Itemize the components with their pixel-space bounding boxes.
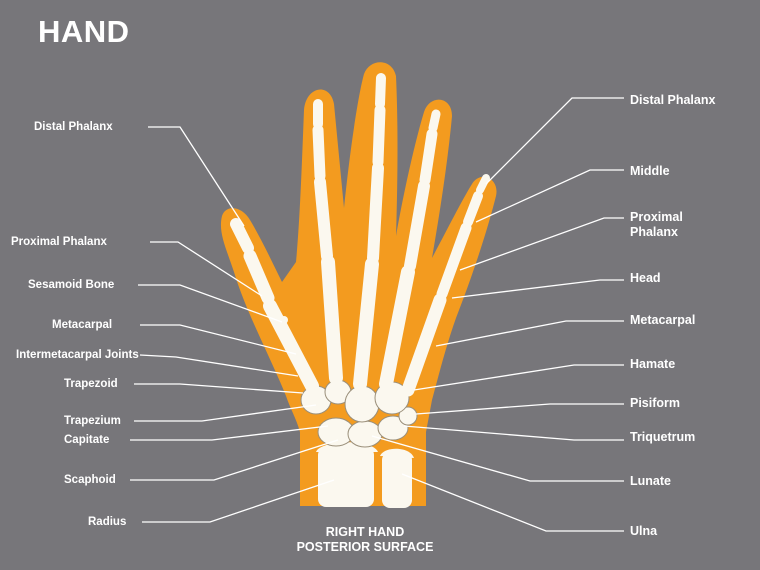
label-metacarpal-right: Metacarpal — [630, 313, 696, 327]
label-sesamoid-bone: Sesamoid Bone — [28, 279, 115, 291]
sesamoid-bone — [280, 316, 288, 324]
label-capitate: Capitate — [64, 434, 110, 446]
ulna-bone — [382, 452, 412, 508]
leader-lines-right — [371, 97, 624, 532]
label-trapezium: Trapezium — [64, 415, 121, 427]
label-ulna: Ulna — [630, 524, 658, 538]
ulna-head — [380, 448, 414, 458]
radius-bone — [318, 447, 374, 507]
label-middle: Middle — [630, 164, 670, 178]
finger-bones — [230, 73, 490, 397]
label-triquetrum: Triquetrum — [630, 430, 696, 444]
page-title: HAND — [38, 14, 130, 49]
label-radius: Radius — [88, 516, 127, 528]
triquetrum-bone — [377, 415, 409, 441]
label-head: Head — [630, 271, 661, 285]
label-lunate: Lunate — [630, 474, 671, 488]
caption-line-2: POSTERIOR SURFACE — [296, 540, 434, 554]
label-distal-phalanx-left: Distal Phalanx — [34, 121, 113, 133]
caption-line-1: RIGHT HAND — [325, 525, 405, 539]
diagram-caption: RIGHT HAND POSTERIOR SURFACE — [270, 525, 460, 555]
label-distal-phalanx-right: Distal Phalanx — [630, 93, 716, 107]
label-scaphoid: Scaphoid — [64, 474, 116, 486]
leader-lines-left — [130, 126, 339, 523]
label-proximal-phalanx-right: Proximal Phalanx — [630, 210, 683, 239]
lunate-bone — [347, 420, 383, 448]
label-metacarpal-left: Metacarpal — [52, 319, 113, 331]
label-hamate: Hamate — [630, 357, 676, 371]
label-intermetacarpal-joints: Intermetacarpal Joints — [16, 349, 139, 361]
label-trapezoid: Trapezoid — [64, 378, 118, 390]
carpal-bones — [300, 379, 418, 448]
label-proximal-phalanx-left: Proximal Phalanx — [11, 236, 107, 248]
label-pisiform: Pisiform — [630, 396, 681, 410]
pisiform-bone — [398, 406, 418, 426]
capitate-bone — [344, 385, 380, 423]
